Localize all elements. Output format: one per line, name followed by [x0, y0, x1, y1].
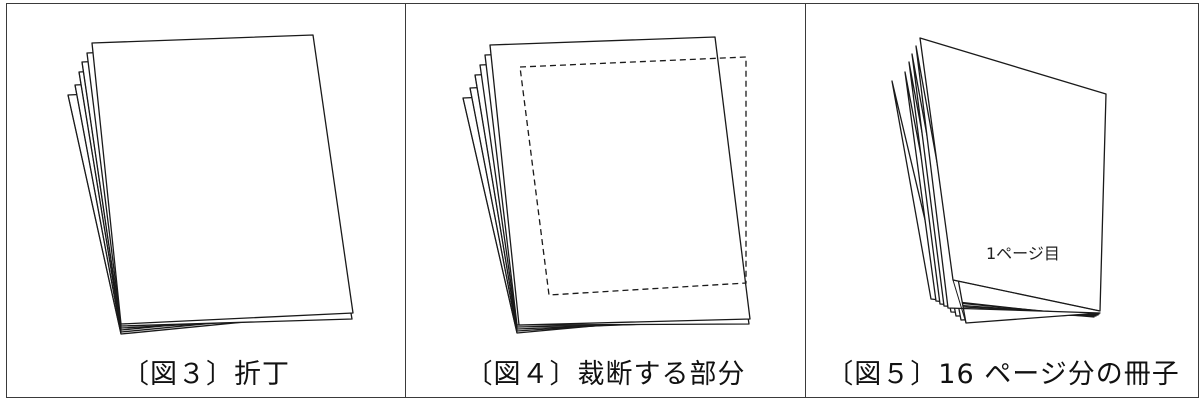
cutting-illustration: [462, 36, 751, 334]
caption-fig5: 〔図５〕16 ページ分の冊子: [826, 359, 1180, 390]
panel-cutting-area: 〔図４〕裁断する部分: [406, 4, 806, 397]
signature-illustration: [67, 34, 354, 335]
page-one-label: 1ページ目: [986, 244, 1060, 263]
booklet-illustration: [891, 37, 1107, 324]
caption-fig4: 〔図４〕裁断する部分: [465, 359, 746, 390]
cut-line: [519, 56, 747, 296]
caption-fig3: 〔図３〕折丁: [122, 359, 290, 390]
figure-frame: 〔図３〕折丁 〔図４〕裁断する部分: [6, 3, 1199, 398]
panel-signature: 〔図３〕折丁: [7, 4, 406, 397]
panel-booklet: 1ページ目 〔図５〕16 ページ分の冊子: [806, 4, 1200, 397]
